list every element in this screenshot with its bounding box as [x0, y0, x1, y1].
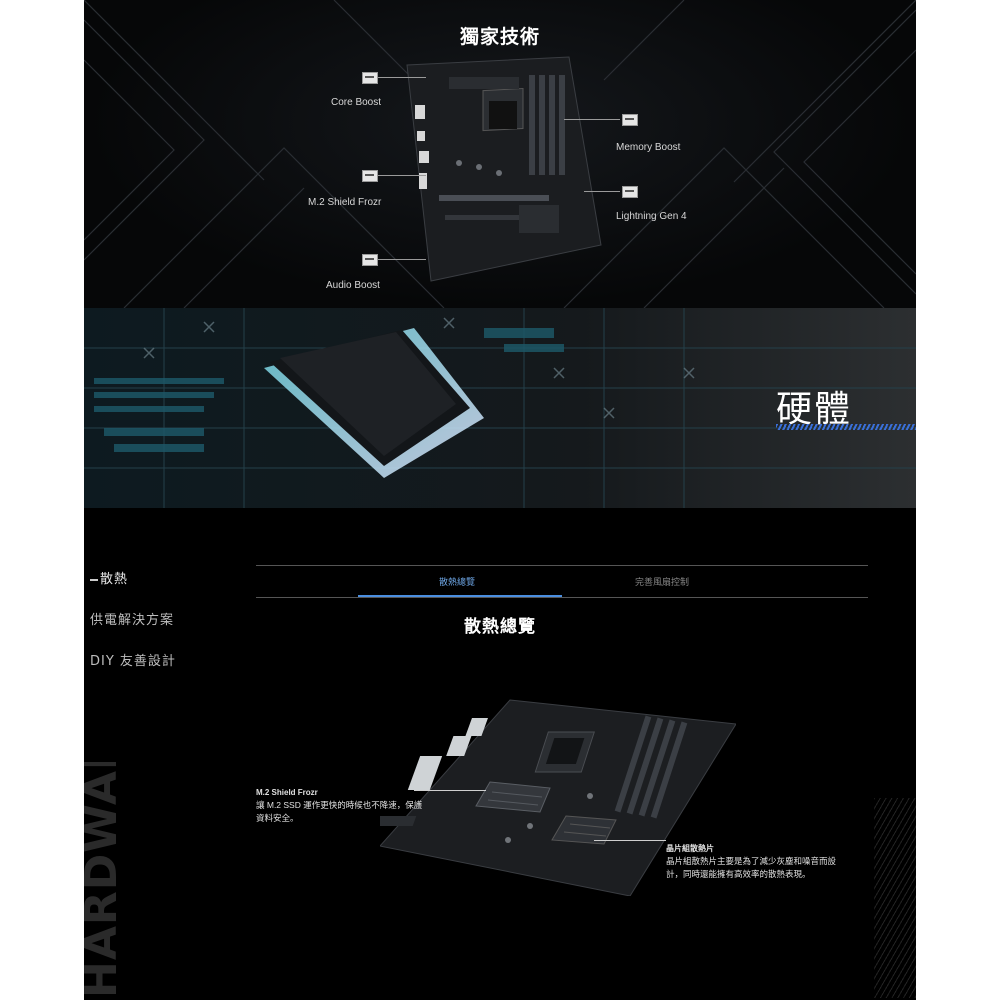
chip-illustration: [84, 308, 916, 508]
core-boost-icon: [362, 72, 378, 84]
tabs-top-border: [256, 565, 868, 566]
m2-annotation-title: M.2 Shield Frozr: [256, 788, 318, 797]
audio-boost-leader: [378, 259, 426, 260]
title-stripes: [776, 424, 916, 430]
decorative-stripes: [874, 798, 916, 998]
background-diagonal-lines: [84, 0, 916, 308]
audio-boost-label: Audio Boost: [326, 280, 380, 291]
core-boost-leader: [378, 77, 426, 78]
m2-shield-icon: [362, 170, 378, 182]
memory-boost-label: Memory Boost: [616, 142, 681, 153]
lightning-gen4-label: Lightning Gen 4: [616, 211, 687, 222]
chipset-annotation: 晶片組散熱片 晶片組散熱片主要是為了減少灰塵和噪音而設 計，同時還能擁有高效率的…: [666, 842, 836, 881]
technology-section: 獨家技術 Core Boost M.2 Shield Frozr Audio B…: [84, 0, 916, 308]
side-nav: 散熱 供電解決方案 DIY 友善設計: [90, 568, 176, 691]
technology-title: 獨家技術: [459, 26, 540, 48]
m2-annotation-line2: 資料安全。: [256, 813, 299, 823]
memory-boost-leader: [564, 119, 620, 120]
motherboard-cooling-image: [380, 699, 736, 896]
lightning-gen4-icon: [622, 186, 638, 198]
product-page: 獨家技術 Core Boost M.2 Shield Frozr Audio B…: [84, 0, 916, 1000]
m2-annotation-line: [414, 790, 486, 791]
tab-cooling-overview[interactable]: 散熱總覽: [439, 578, 476, 588]
chipset-annotation-title: 晶片組散熱片: [666, 844, 714, 853]
m2-annotation: M.2 Shield Frozr 讓 M.2 SSD 運作更快的時候也不降速，保…: [256, 786, 422, 825]
tab-fan-control[interactable]: 完善風扇控制: [635, 578, 690, 588]
hardware-banner: 硬體: [84, 308, 916, 508]
active-tab-indicator: [358, 595, 562, 597]
tabs-bottom-border: [256, 597, 868, 598]
audio-boost-icon: [362, 254, 378, 266]
lightning-gen4-leader: [584, 191, 620, 192]
nav-item-diy[interactable]: DIY 友善設計: [90, 654, 176, 669]
nav-item-power[interactable]: 供電解決方案: [90, 613, 175, 628]
chipset-annotation-line1: 晶片組散熱片主要是為了減少灰塵和噪音而設: [666, 856, 837, 866]
cooling-section: 散熱 供電解決方案 DIY 友善設計 HARDWARE 散熱總覽 完善風扇控制 …: [84, 508, 916, 1000]
m2-shield-leader: [378, 175, 426, 176]
core-boost-label: Core Boost: [331, 97, 382, 108]
chipset-annotation-line2: 計，同時還能擁有高效率的散熱表現。: [666, 869, 811, 879]
memory-boost-icon: [622, 114, 638, 126]
m2-shield-label: M.2 Shield Frozr: [308, 197, 382, 208]
active-dash: [90, 578, 98, 581]
m2-annotation-line1: 讓 M.2 SSD 運作更快的時候也不降速，保護: [256, 800, 423, 810]
hardware-vertical-word: HARDWARE: [84, 762, 127, 998]
hardware-title: 硬體: [775, 389, 852, 430]
cooling-overview-title: 散熱總覽: [464, 617, 536, 637]
chipset-annotation-line: [594, 840, 666, 841]
nav-item-cooling[interactable]: 散熱: [90, 568, 176, 587]
svg-text:HARDWARE: HARDWARE: [84, 762, 127, 998]
motherboard-image: [406, 56, 602, 282]
